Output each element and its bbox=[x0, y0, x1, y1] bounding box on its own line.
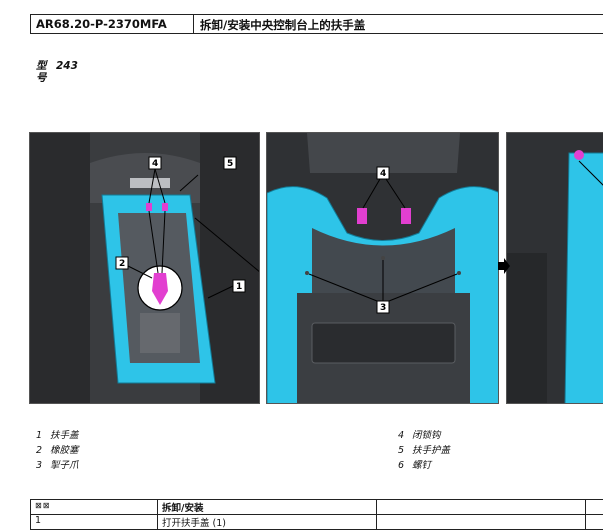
operations-table: ⊠⊠ 拆卸/安装 1 打开扶手盖 (1) bbox=[30, 499, 603, 530]
table-row: ⊠⊠ 拆卸/安装 bbox=[31, 500, 603, 515]
arrow-right-icon bbox=[498, 258, 510, 274]
svg-text:4: 4 bbox=[152, 159, 158, 169]
callout-5-left: 5 bbox=[224, 157, 236, 169]
callout-1-left: 1 bbox=[233, 280, 245, 292]
callout-4-left: 4 bbox=[149, 157, 161, 169]
callout-3-mid: 3 bbox=[377, 301, 389, 313]
svg-text:2: 2 bbox=[119, 259, 125, 269]
document-header: AR68.20-P-2370MFA 拆卸/安装中央控制台上的扶手盖 bbox=[30, 14, 603, 34]
svg-text:1: 1 bbox=[236, 282, 242, 292]
figure-photo-middle: 4 3 bbox=[266, 132, 499, 404]
figure-photo-right bbox=[506, 132, 603, 404]
svg-text:5: 5 bbox=[227, 159, 233, 169]
callout-4-mid: 4 bbox=[377, 167, 389, 179]
model-label-b: 号 bbox=[36, 72, 50, 84]
callout-2-left: 2 bbox=[116, 257, 128, 269]
expand-collapse-icon[interactable]: ⊠⊠ bbox=[31, 500, 158, 515]
table-row: 1 打开扶手盖 (1) bbox=[31, 515, 603, 530]
step-text: 打开扶手盖 (1) bbox=[158, 515, 377, 530]
svg-text:4: 4 bbox=[380, 169, 386, 179]
model-label-a: 型 bbox=[36, 60, 50, 72]
table-header-cell: 拆卸/安装 bbox=[158, 500, 377, 515]
figure-photo-left: 4 5 2 1 bbox=[29, 132, 260, 404]
svg-text:3: 3 bbox=[380, 303, 386, 313]
document-title: 拆卸/安装中央控制台上的扶手盖 bbox=[194, 15, 371, 33]
model-block: 型 243 号 bbox=[36, 60, 78, 84]
model-value: 243 bbox=[56, 60, 78, 72]
step-number: 1 bbox=[31, 515, 158, 530]
document-code: AR68.20-P-2370MFA bbox=[31, 15, 194, 33]
